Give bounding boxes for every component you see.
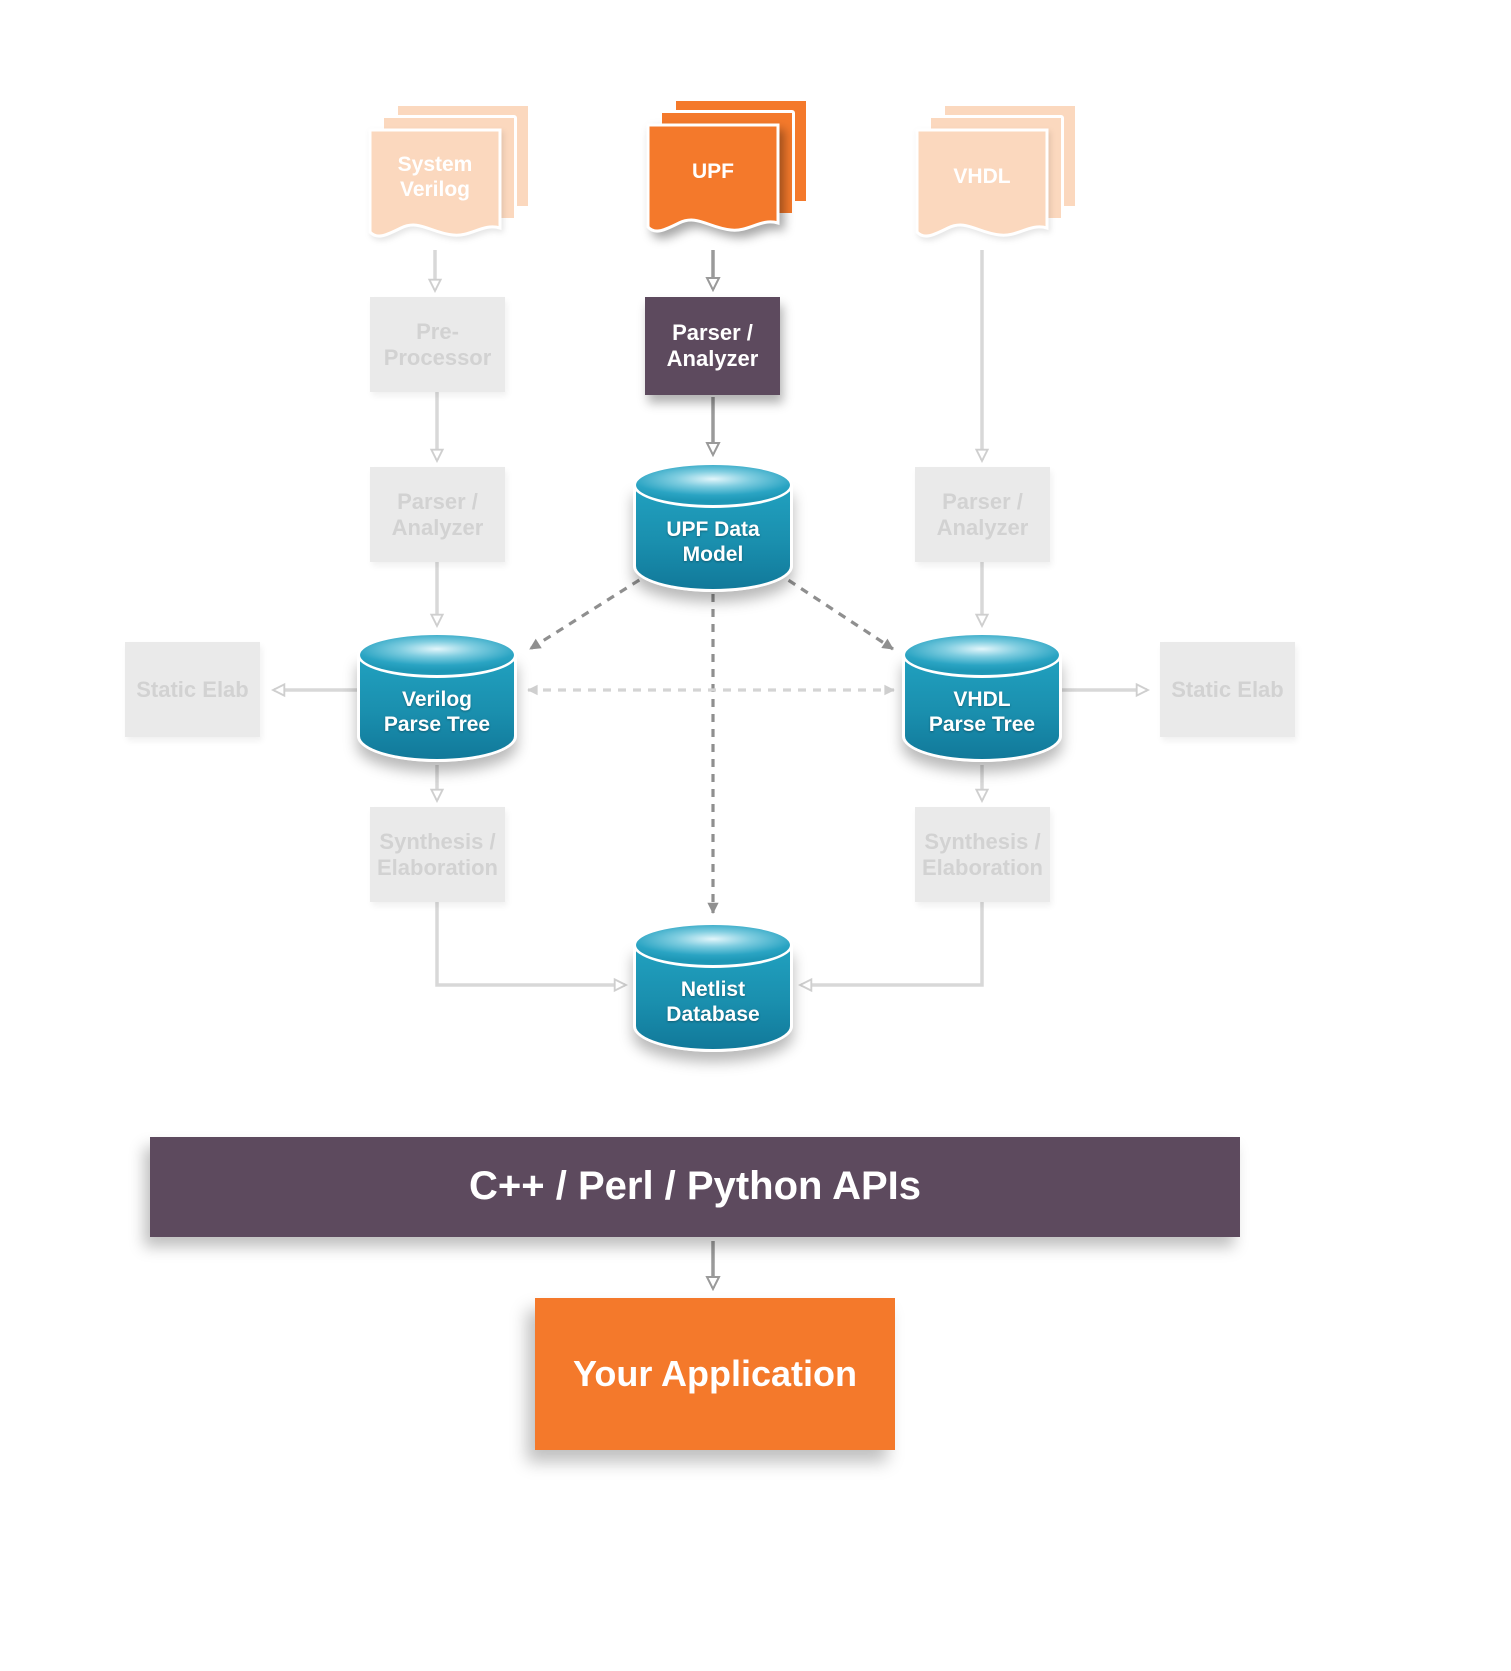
doc-label: VHDL — [953, 165, 1011, 189]
doc-stack-vhdl: VHDL — [914, 103, 1084, 259]
node-vhdl-parser-analyzer: Parser / Analyzer — [915, 467, 1050, 562]
node-label: Synthesis / Elaboration — [921, 828, 1043, 880]
node-synthesis-elaboration-right: Synthesis / Elaboration — [915, 807, 1050, 902]
arrow-synthesis-right-to-netlist — [801, 902, 984, 985]
dashed-arrow-model-to-verilog-tree — [529, 570, 653, 651]
node-label: UPF Data Model — [666, 518, 760, 566]
cylinder-top — [633, 922, 793, 968]
doc-page-front — [915, 128, 1049, 238]
node-label: C++ / Perl / Python APIs — [469, 1164, 921, 1209]
node-label: Netlist Database — [666, 978, 760, 1026]
cylinder-top — [633, 462, 793, 508]
node-label: Pre- Processor — [383, 318, 492, 370]
node-verilog-parser-analyzer: Parser / Analyzer — [370, 467, 505, 562]
doc-label: System Verilog — [397, 152, 473, 201]
node-label: Synthesis / Elaboration — [376, 828, 498, 880]
node-static-elab-left: Static Elab — [125, 642, 260, 737]
node-label: Parser / Analyzer — [666, 320, 759, 371]
doc-stack-system-verilog: System Verilog — [367, 103, 537, 259]
node-pre-processor: Pre- Processor — [370, 297, 505, 392]
node-api-bar: C++ / Perl / Python APIs — [150, 1137, 1240, 1237]
doc-page-front — [646, 123, 780, 233]
node-label: Parser / Analyzer — [936, 488, 1029, 540]
doc-page-front — [368, 128, 502, 238]
doc-label: UPF — [692, 160, 734, 184]
node-label: Static Elab — [1171, 676, 1284, 702]
node-upf-data-model: UPF Data Model — [633, 462, 793, 592]
cylinder-top — [357, 632, 517, 678]
arrow-synthesis-left-to-netlist — [435, 902, 625, 985]
node-label: Your Application — [573, 1352, 857, 1394]
node-synthesis-elaboration-left: Synthesis / Elaboration — [370, 807, 505, 902]
node-vhdl-parse-tree: VHDL Parse Tree — [902, 632, 1062, 762]
cylinder-top — [902, 632, 1062, 678]
node-static-elab-right: Static Elab — [1160, 642, 1295, 737]
node-upf-parser-analyzer: Parser / Analyzer — [645, 297, 780, 395]
node-netlist-database: Netlist Database — [633, 922, 793, 1052]
doc-stack-upf: UPF — [645, 98, 815, 254]
node-your-application: Your Application — [535, 1298, 895, 1450]
dashed-arrow-model-to-vhdl-tree — [775, 570, 894, 651]
node-verilog-parse-tree: Verilog Parse Tree — [357, 632, 517, 762]
node-label: VHDL Parse Tree — [928, 688, 1036, 736]
node-label: Parser / Analyzer — [391, 488, 484, 540]
node-label: Verilog Parse Tree — [383, 688, 491, 736]
node-label: Static Elab — [136, 676, 249, 702]
